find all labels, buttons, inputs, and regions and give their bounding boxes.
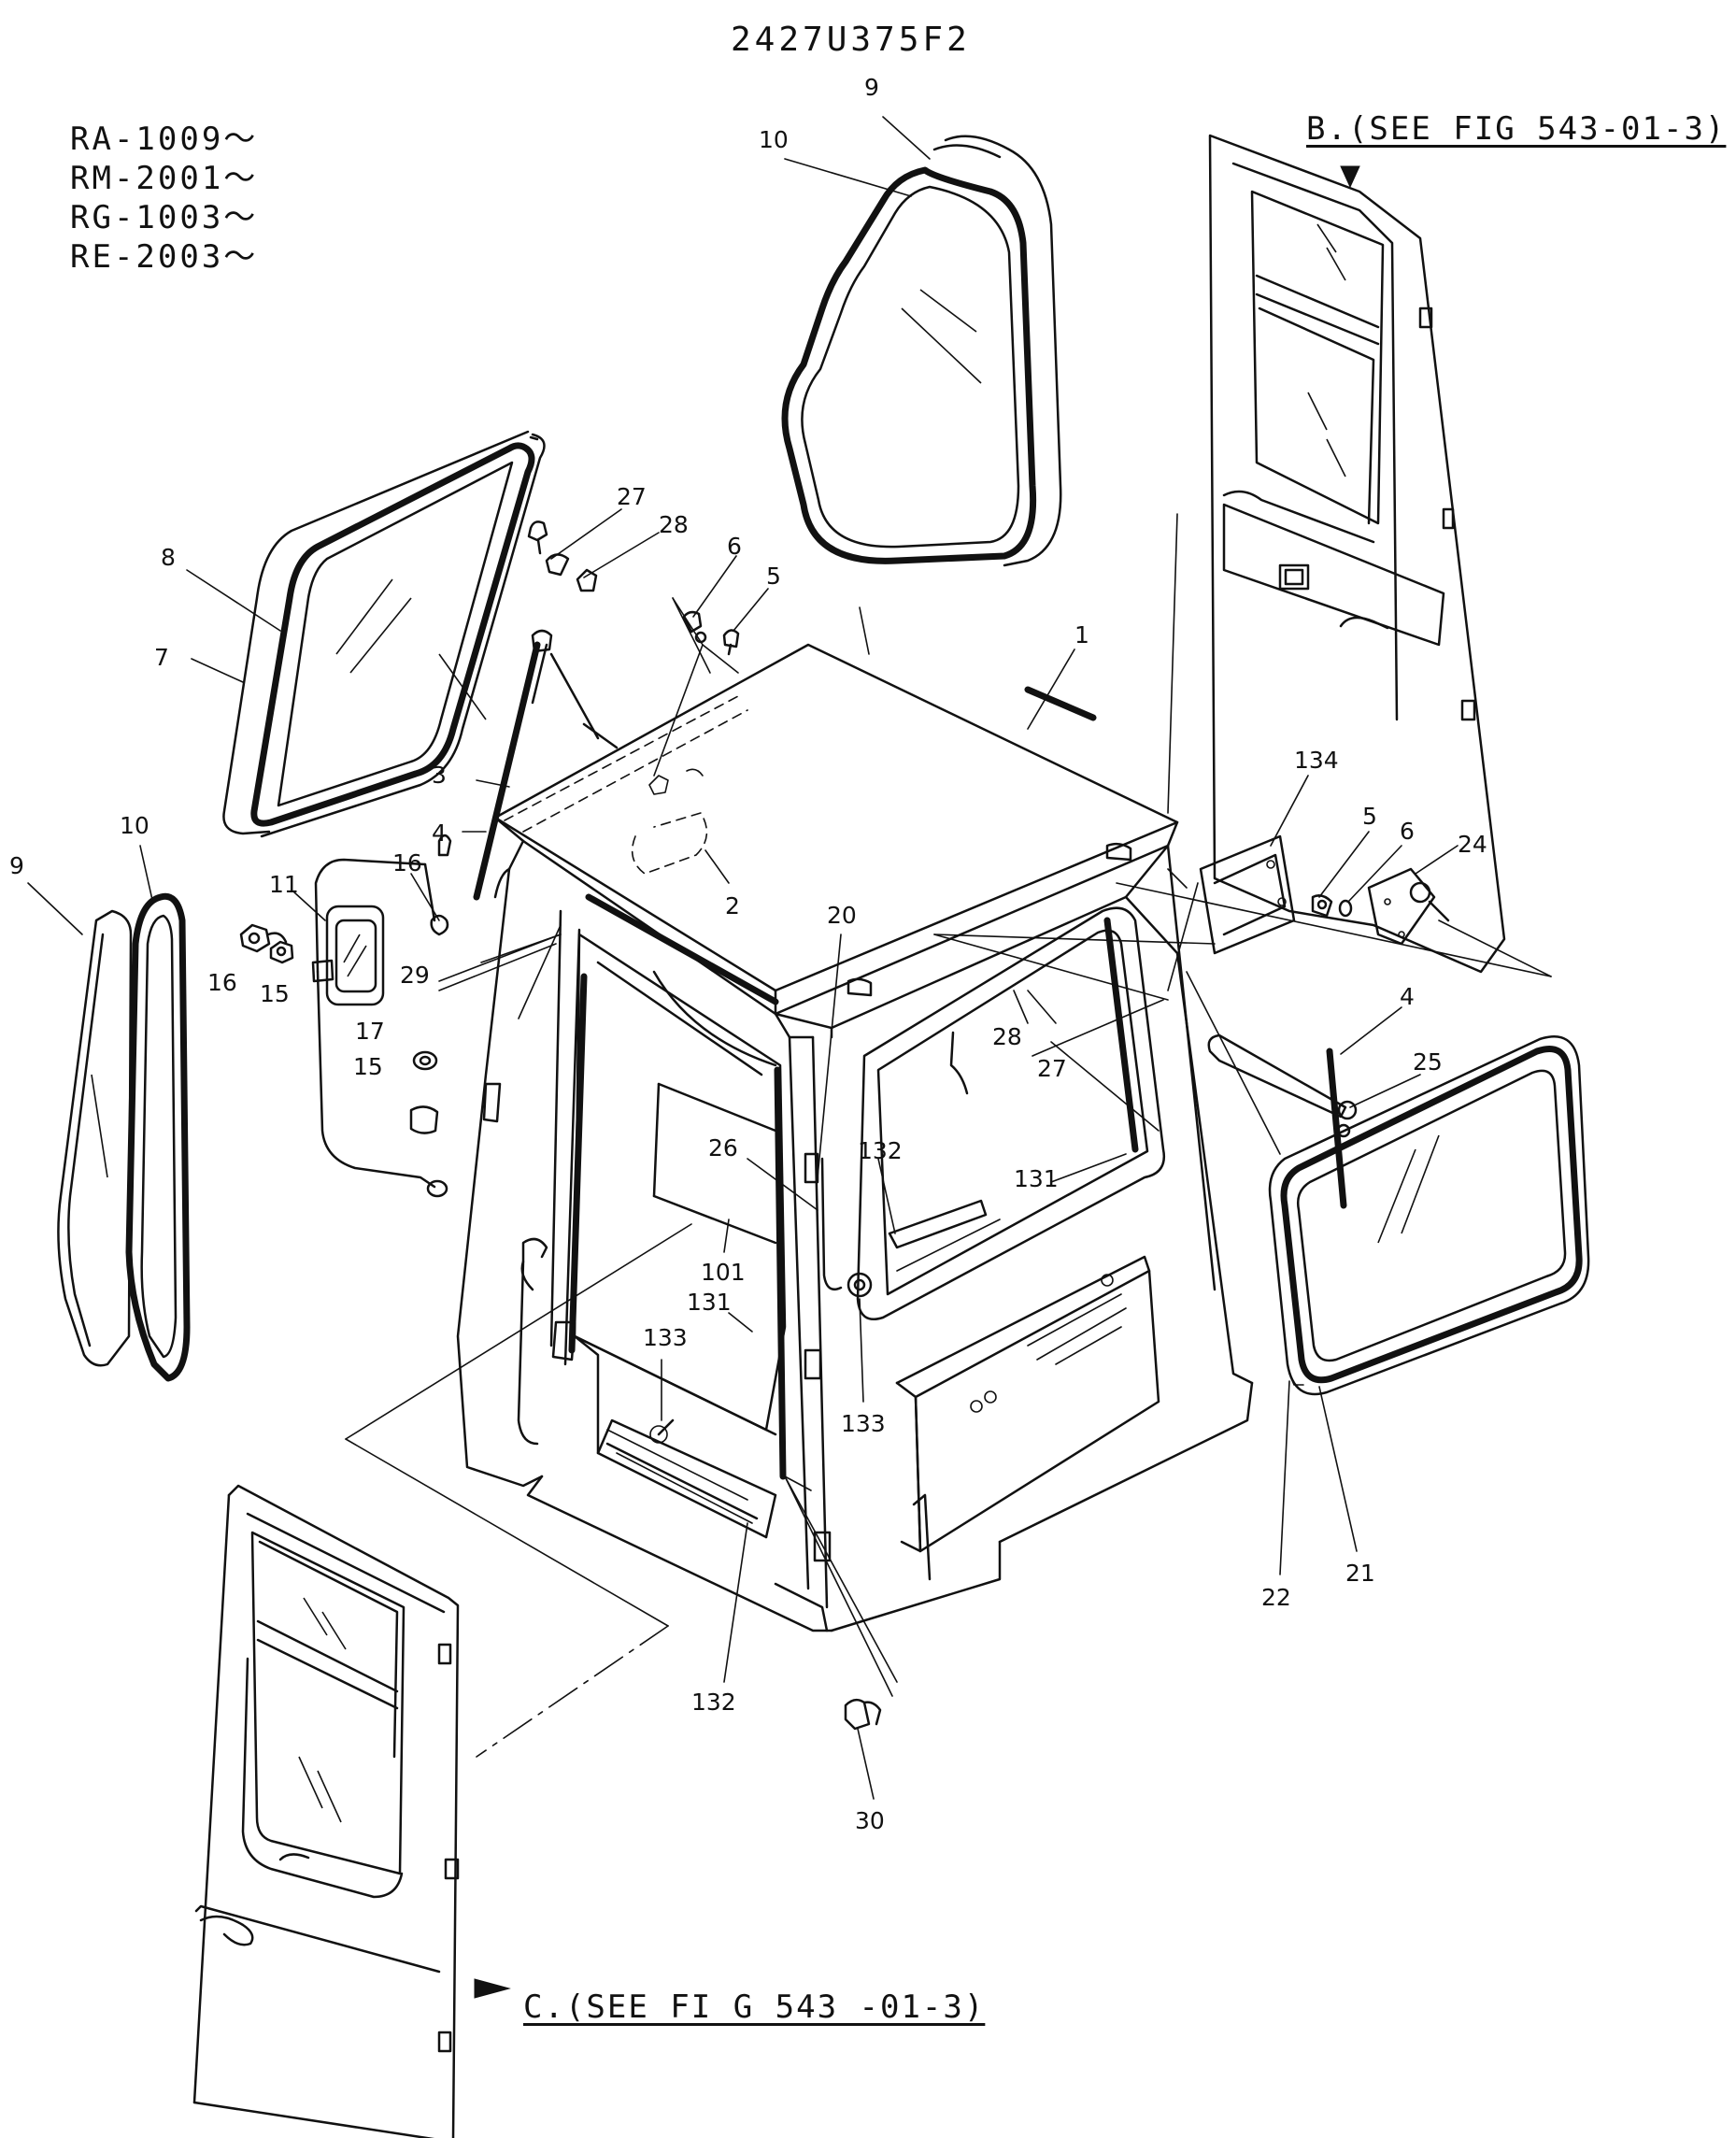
door-c	[192, 1484, 460, 2138]
callout-labels: 9 10 27 28 6 5 1 8 7 3 4 16 11 2 20 10 9…	[9, 74, 1487, 1834]
callout-label: 27	[617, 483, 647, 510]
wiper-motor-assembly	[1199, 834, 1450, 955]
callout-label: 9	[864, 74, 879, 101]
top-window-frame	[932, 135, 1062, 567]
callout-label: 26	[708, 1134, 738, 1162]
callout-label: 29	[400, 962, 430, 989]
leader-lines	[27, 116, 1459, 1800]
callout-label: 27	[1037, 1055, 1067, 1082]
callout-label: 15	[260, 980, 290, 1007]
callout-label: 134	[1294, 747, 1339, 774]
rear-window	[1268, 1034, 1590, 1396]
mirror-assembly	[311, 834, 452, 1198]
callout-label: 6	[727, 533, 742, 560]
callout-label: 131	[687, 1289, 732, 1316]
callout-label: 10	[120, 812, 149, 839]
callout-label: 133	[643, 1324, 688, 1351]
callout-label: 28	[992, 1023, 1022, 1050]
door-b	[1208, 134, 1506, 974]
front-wiper-hardware	[527, 520, 740, 656]
wiper-arm-front	[473, 629, 619, 901]
callout-label: 1	[1074, 621, 1089, 649]
cab-body	[456, 839, 1254, 1632]
reference-b-arrow	[1340, 165, 1360, 189]
callout-label: 133	[841, 1410, 886, 1437]
cab-roof	[493, 643, 1179, 1016]
callout-label: 4	[1400, 983, 1415, 1010]
mirror-hardware	[239, 923, 439, 1134]
callout-label: 15	[353, 1053, 383, 1080]
serial-range: RE-2003～	[70, 238, 259, 276]
callout-label: 11	[269, 871, 299, 898]
callout-label: 8	[161, 544, 176, 571]
guide-lines	[345, 513, 1552, 1758]
callout-label: 20	[827, 902, 857, 929]
callout-label: 25	[1413, 1048, 1443, 1076]
serial-range: RM-2001～	[70, 160, 259, 197]
callout-label: 30	[855, 1807, 885, 1834]
callout-label: 6	[1400, 818, 1415, 845]
callout-label: 21	[1345, 1560, 1375, 1587]
front-window-assembly	[222, 430, 546, 838]
serial-range-list: RA-1009～ RM-2001～ RG-1003～ RE-2003～	[70, 120, 258, 277]
latch-part	[844, 1698, 882, 1731]
callout-label: 4	[432, 820, 447, 847]
serial-range: RA-1009～	[70, 121, 259, 158]
reference-c-label: C.(SEE FI G 543 -01-3)	[523, 1988, 986, 2026]
top-window-glass	[781, 166, 1037, 564]
callout-label: 28	[659, 511, 689, 538]
callout-label: 5	[766, 563, 781, 590]
callout-label: 101	[701, 1259, 746, 1286]
callout-label: 5	[1362, 803, 1377, 830]
reference-b-label: B.(SEE FIG 543-01-3)	[1306, 110, 1727, 148]
callout-label: 132	[858, 1137, 903, 1164]
callout-label: 24	[1458, 831, 1487, 858]
left-side-window	[57, 892, 191, 1382]
callout-label: 132	[691, 1689, 736, 1716]
serial-range: RG-1003～	[70, 199, 259, 236]
callout-label: 2	[725, 892, 740, 919]
callout-label: 131	[1014, 1165, 1059, 1192]
callout-label: 3	[432, 762, 447, 789]
callout-label: 9	[9, 852, 24, 879]
callout-label: 17	[355, 1018, 385, 1045]
drawing-number: 2427U375F2	[731, 21, 971, 59]
callout-label: 22	[1261, 1584, 1291, 1611]
wiper-arm-rear	[1207, 1033, 1358, 1209]
callout-label: 10	[759, 126, 789, 153]
reference-c-arrow	[474, 1978, 511, 1999]
callout-label: 7	[154, 644, 169, 671]
callout-label: 16	[392, 849, 422, 877]
callout-label: 16	[207, 969, 237, 996]
